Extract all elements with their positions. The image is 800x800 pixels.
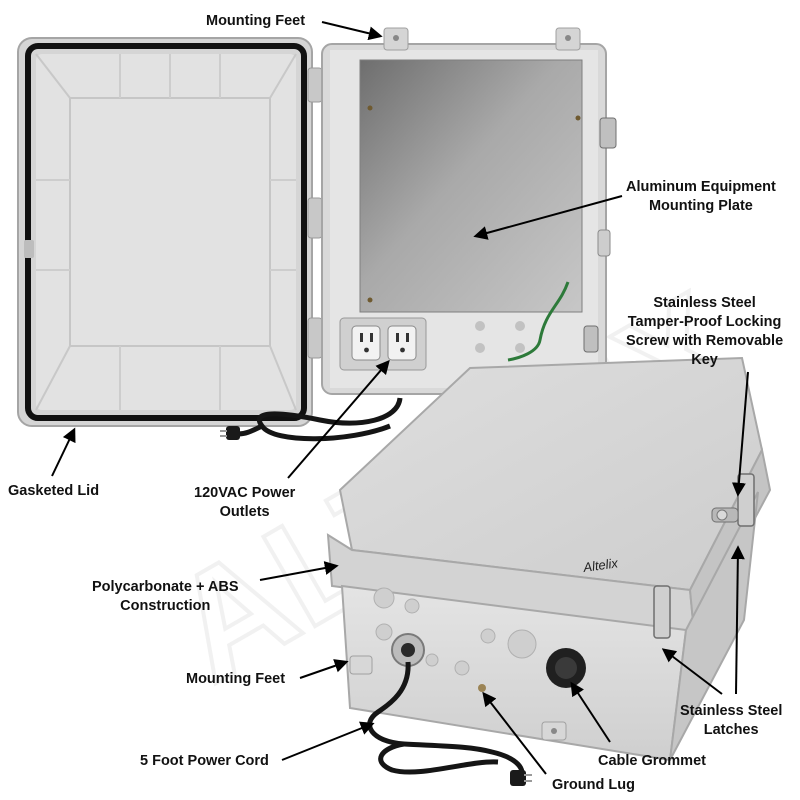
power-cord-bottom: [367, 661, 532, 786]
callout-text: Ground Lug: [552, 777, 635, 793]
callout-ground-lug: Ground Lug: [552, 776, 635, 795]
callout-text: 5 Foot Power Cord: [140, 753, 269, 769]
open-base-part: [321, 27, 617, 395]
callout-power-cord: 5 Foot Power Cord: [140, 752, 269, 771]
callout-text-line: Mounting Plate: [648, 198, 753, 214]
callout-text-line: 120VAC Power: [194, 485, 296, 501]
callout-construction: Polycarbonate + ABS Construction: [92, 578, 239, 616]
callout-text-line: Stainless Steel: [680, 703, 783, 719]
callout-text-line: Key: [691, 352, 718, 368]
callout-text-line: Screw with Removable: [626, 333, 784, 349]
hinges: [307, 67, 323, 359]
callout-text-line: Outlets: [219, 504, 270, 520]
callout-text-line: Construction: [120, 598, 211, 614]
callout-text: Gasketed Lid: [8, 483, 100, 499]
callout-text-line: Stainless Steel: [653, 295, 756, 311]
callout-text-line: Latches: [703, 722, 759, 738]
callout-text: Mounting Feet: [206, 13, 306, 29]
callout-latches: Stainless Steel Latches: [680, 702, 782, 740]
gasketed-lid-part: [17, 37, 313, 427]
callout-mounting-feet-top: Mounting Feet: [206, 12, 305, 31]
callout-text-line: Aluminum Equipment: [626, 179, 776, 195]
callout-aluminum-plate: Aluminum Equipment Mounting Plate: [626, 178, 776, 216]
callout-text: Mounting Feet: [186, 671, 286, 687]
callout-power-outlets: 120VAC Power Outlets: [194, 484, 295, 522]
closed-enclosure-part: Altelix: [326, 356, 772, 762]
callout-cable-grommet: Cable Grommet: [598, 752, 706, 771]
callout-text-line: Polycarbonate + ABS: [92, 579, 239, 595]
svg-text:Altelix: Altelix: [581, 555, 619, 575]
callout-locking-screw: Stainless Steel Tamper-Proof Locking Scr…: [626, 294, 783, 370]
callout-arrows: [51, 21, 749, 775]
callout-text: Cable Grommet: [598, 753, 706, 769]
callout-mounting-feet-bottom: Mounting Feet: [186, 670, 285, 689]
callout-text-line: Tamper-Proof Locking: [627, 314, 782, 330]
callout-gasketed-lid: Gasketed Lid: [8, 482, 99, 501]
